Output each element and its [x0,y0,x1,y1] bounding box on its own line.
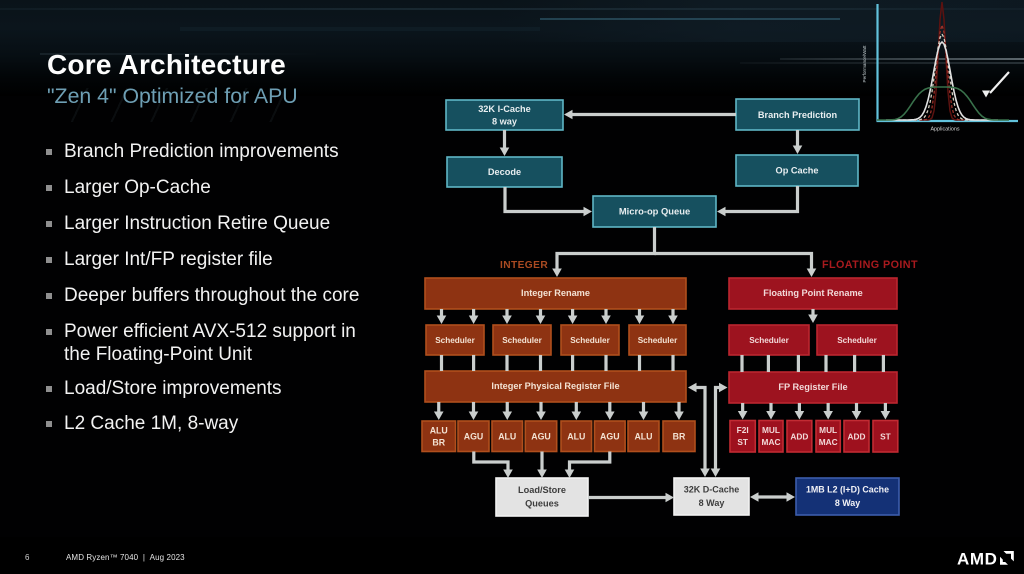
svg-text:MAC: MAC [762,437,781,447]
svg-text:8 Way: 8 Way [699,498,725,508]
svg-text:32K D-Cache: 32K D-Cache [684,485,740,495]
svg-text:Decode: Decode [488,167,521,177]
svg-text:AGU: AGU [464,432,484,442]
svg-text:ADD: ADD [790,432,808,442]
svg-text:Performance/Watt: Performance/Watt [862,45,867,83]
svg-text:8 Way: 8 Way [835,498,860,508]
svg-text:Floating Point Rename: Floating Point Rename [763,288,863,298]
svg-text:MUL: MUL [762,425,780,435]
svg-text:Scheduler: Scheduler [749,336,789,345]
svg-text:Applications: Applications [930,127,959,133]
svg-text:1MB L2 (I+D) Cache: 1MB L2 (I+D) Cache [806,485,889,495]
svg-text:MUL: MUL [819,425,837,435]
svg-text:BR: BR [432,438,445,448]
svg-text:ST: ST [737,437,748,447]
svg-text:ALU: ALU [567,432,585,442]
svg-text:AGU: AGU [600,432,620,442]
svg-text:Scheduler: Scheduler [638,336,678,345]
svg-text:MAC: MAC [819,437,838,447]
svg-text:AMD: AMD [957,550,998,569]
svg-text:ADD: ADD [848,432,866,442]
svg-text:8 way: 8 way [492,117,518,127]
svg-text:FLOATING POINT: FLOATING POINT [822,259,918,271]
svg-text:Micro-op Queue: Micro-op Queue [619,206,690,217]
svg-text:F2I: F2I [737,425,749,435]
svg-text:ALU: ALU [430,426,448,436]
svg-text:Op Cache: Op Cache [776,166,819,176]
svg-text:Integer Physical Register File: Integer Physical Register File [491,381,619,391]
svg-text:Queues: Queues [525,499,559,509]
svg-text:AGU: AGU [531,432,551,442]
svg-text:Branch Prediction: Branch Prediction [758,110,838,120]
svg-text:Scheduler: Scheduler [435,336,475,345]
svg-text:INTEGER: INTEGER [500,260,548,271]
svg-text:ALU: ALU [634,432,652,442]
svg-text:FP Register File: FP Register File [778,382,847,392]
svg-text:Scheduler: Scheduler [837,336,877,345]
svg-text:BR: BR [673,432,686,442]
svg-text:Scheduler: Scheduler [502,336,542,345]
svg-text:Integer Rename: Integer Rename [521,288,590,298]
svg-text:Load/Store: Load/Store [518,485,566,495]
svg-text:ST: ST [880,432,891,442]
svg-text:Scheduler: Scheduler [570,336,610,345]
svg-text:ALU: ALU [498,432,516,442]
svg-text:32K I-Cache: 32K I-Cache [478,104,531,114]
